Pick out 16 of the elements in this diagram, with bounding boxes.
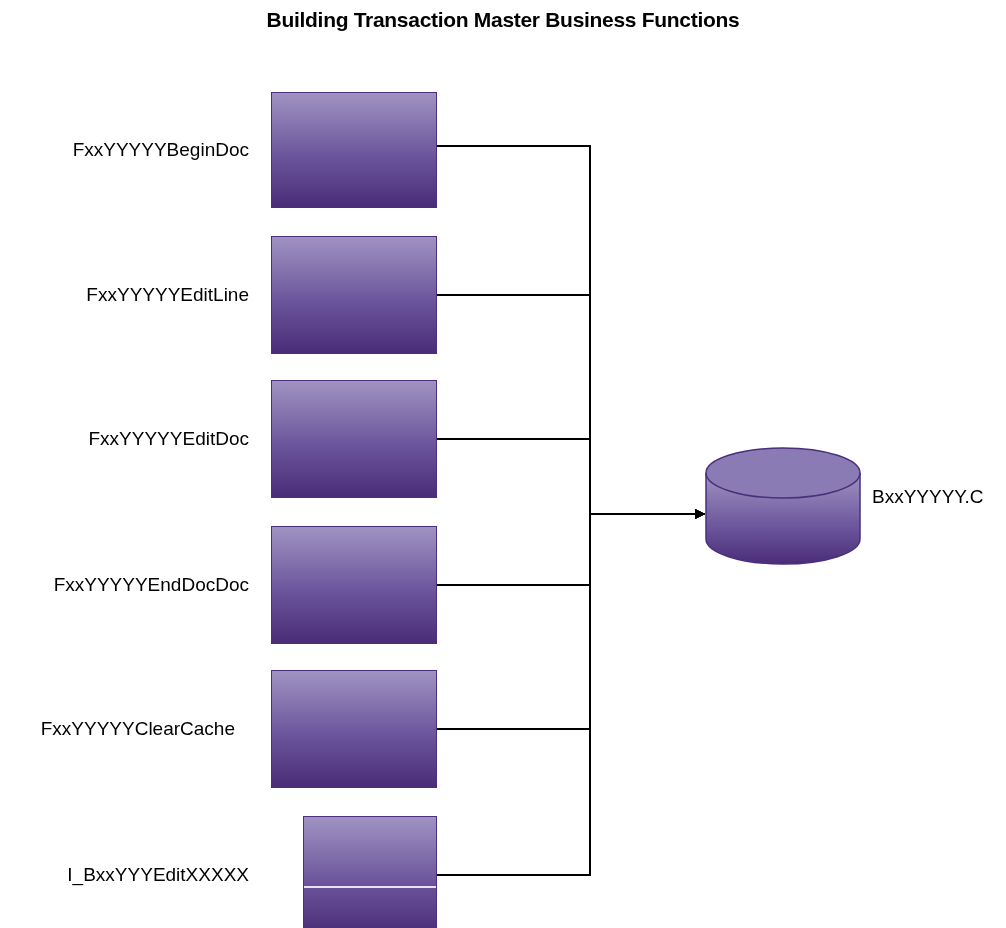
node-label: I_BxxYYYEditXXXXX	[67, 864, 249, 886]
database-cylinder	[705, 447, 861, 565]
diagram-title: Building Transaction Master Business Functions	[265, 8, 741, 32]
process-box	[271, 526, 437, 644]
process-box	[303, 816, 437, 928]
process-box	[271, 380, 437, 498]
process-box	[271, 670, 437, 788]
connector-arrow	[436, 509, 706, 876]
node-label: BxxYYYYY.C	[872, 486, 984, 508]
process-box	[271, 236, 437, 354]
node-label: FxxYYYYYEditDoc	[88, 428, 249, 450]
process-box	[271, 92, 437, 208]
node-label: FxxYYYYYEditLine	[86, 284, 249, 306]
node-label: FxxYYYYYEndDocDoc	[53, 574, 249, 596]
node-label: FxxYYYYYBeginDoc	[72, 139, 249, 161]
node-label: FxxYYYYYClearCache	[40, 718, 235, 740]
